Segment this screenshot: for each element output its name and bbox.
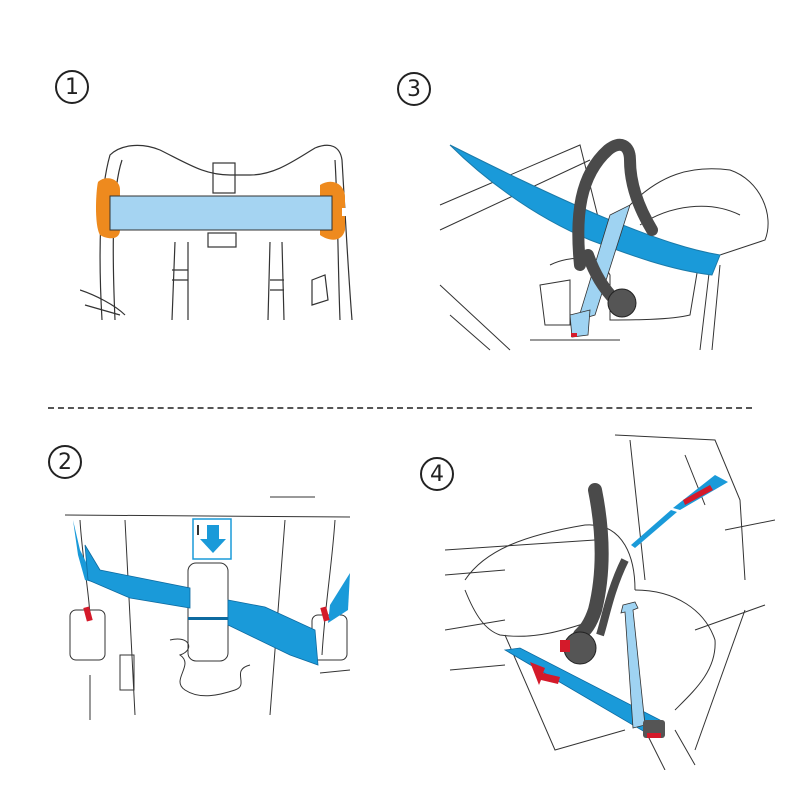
push-down-arrow-icon bbox=[192, 518, 232, 560]
step-4-number: 4 bbox=[420, 457, 454, 491]
step-2-label: 2 bbox=[58, 449, 72, 475]
car-seat-side-belt-icon bbox=[439, 138, 769, 351]
step-3-label: 3 bbox=[407, 76, 421, 102]
step-2-illustration bbox=[60, 495, 360, 720]
car-seat-front-bar-icon bbox=[80, 144, 353, 321]
step-1-label: 1 bbox=[65, 74, 79, 100]
step-3-number: 3 bbox=[397, 72, 431, 106]
step-4-label: 4 bbox=[430, 461, 444, 487]
car-seat-side-tighten-icon bbox=[445, 434, 775, 770]
car-seat-underside-belt-icon bbox=[64, 496, 351, 720]
step-2-number: 2 bbox=[48, 445, 82, 479]
step-1-number: 1 bbox=[55, 70, 89, 104]
step-1-illustration bbox=[80, 130, 370, 330]
step-3-illustration bbox=[430, 105, 780, 355]
step-4-illustration bbox=[445, 430, 775, 770]
section-divider bbox=[48, 407, 752, 409]
